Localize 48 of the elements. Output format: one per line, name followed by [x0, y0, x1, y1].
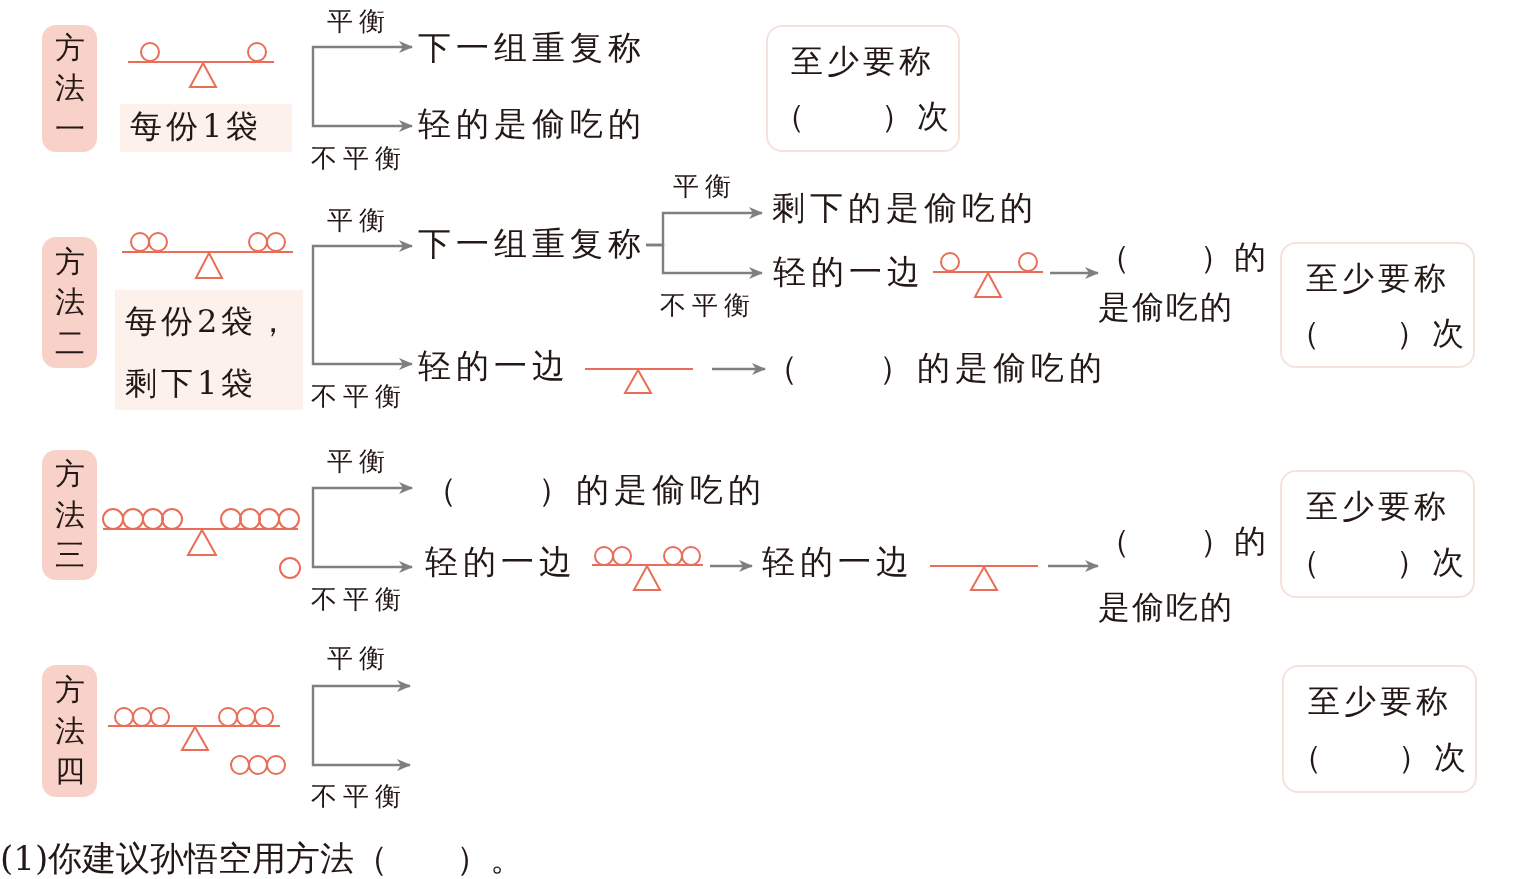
- arrow: [712, 363, 766, 375]
- panel-text: （ ）次: [773, 96, 953, 137]
- panel-text: 至少要称: [1305, 257, 1450, 298]
- method-tag: [42, 25, 97, 152]
- arrow: [311, 240, 413, 307]
- caption-text: 每份2袋，剩下1袋: [115, 290, 303, 410]
- method-tag: [42, 665, 97, 797]
- arrow: [311, 303, 413, 370]
- step-text: 剩下的是偷吃的: [762, 188, 1038, 228]
- answer-panel: [1282, 665, 1477, 793]
- arrow: [311, 41, 413, 88]
- arrow: [311, 84, 413, 132]
- panel-text: 至少要称: [1307, 681, 1452, 721]
- step-text: （ ）的是偷吃的: [765, 348, 1107, 388]
- method-name: 方法一: [54, 28, 85, 148]
- arrow: [1048, 560, 1099, 572]
- method-tag: [42, 450, 97, 580]
- step-text: 轻的一边: [418, 346, 570, 386]
- panel-text: （ ）次: [1289, 737, 1470, 777]
- question-text: (1)你建议孙悟空用方法（ ）。: [0, 838, 525, 878]
- step-text: 轻的是偷吃的: [412, 104, 646, 144]
- step-text: （ ）的是偷吃的: [412, 470, 766, 510]
- step-text: （ ）的是偷吃的: [1098, 232, 1274, 332]
- answer-panel: [1280, 242, 1475, 368]
- panel-text: 至少要称: [791, 40, 935, 81]
- method-name: 方法二: [54, 242, 85, 362]
- caption-text: 每份1袋: [120, 104, 292, 152]
- panel-text: （ ）次: [1287, 542, 1468, 582]
- arrow: [1050, 267, 1099, 279]
- answer-panel: [1280, 470, 1475, 598]
- step-text: 轻的一边: [425, 542, 577, 582]
- arrow: [646, 243, 763, 279]
- step-text: 轻的一边: [762, 542, 914, 582]
- method-tag: [42, 237, 97, 368]
- panel-text: 至少要称: [1305, 486, 1450, 526]
- method-name: 方法四: [54, 671, 85, 791]
- arrow: [311, 528, 413, 573]
- step-text: 下一组重复称: [412, 224, 646, 264]
- arrow: [710, 560, 753, 572]
- panel-text: （ ）次: [1287, 312, 1468, 353]
- arrow: [311, 680, 411, 727]
- step-text: 下一组重复称: [412, 28, 646, 68]
- step-text: 轻的一边: [773, 252, 925, 292]
- arrow: [311, 482, 413, 532]
- arrow: [311, 723, 411, 771]
- answer-panel: [766, 25, 960, 152]
- step-text: （ ）的是偷吃的: [1098, 508, 1274, 640]
- method-name: 方法三: [54, 455, 85, 575]
